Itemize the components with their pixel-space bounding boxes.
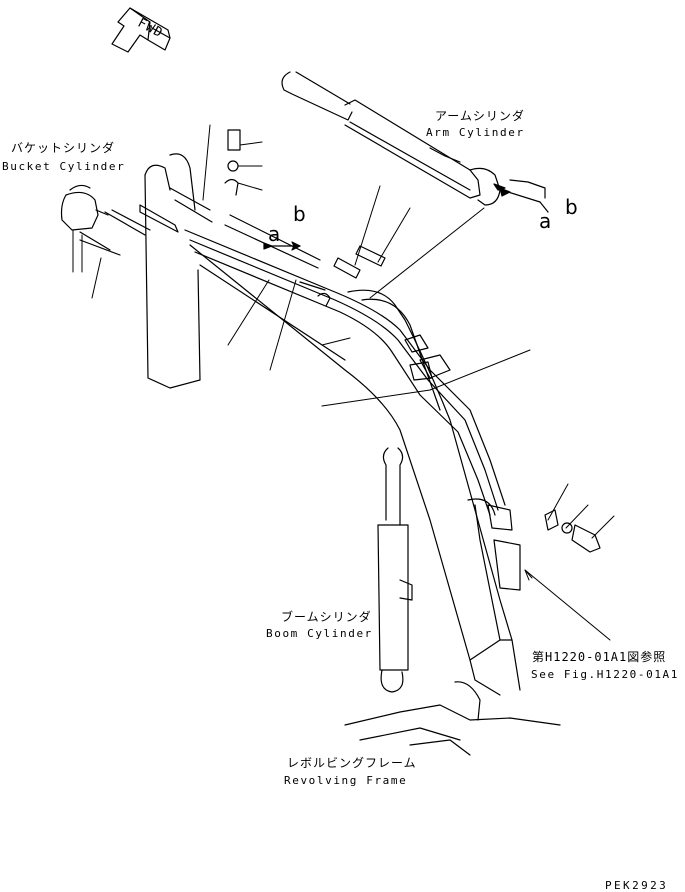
arm-cylinder-label-jp: アームシリンダ — [435, 109, 525, 123]
figure-ref-en: See Fig.H1220-01A1 — [531, 668, 680, 681]
arm-cylinder-label-en: Arm Cylinder — [426, 126, 525, 139]
connection-ref-b-left: b — [293, 202, 306, 226]
hardware-parts — [224, 129, 601, 553]
revolving-frame-label-en: Revolving Frame — [284, 774, 408, 787]
connection-ref-b-right: b — [565, 195, 578, 219]
boom-cylinder-label-en: Boom Cylinder — [266, 627, 373, 640]
bucket-cylinder-drawing — [60, 184, 213, 256]
connection-ref-a-right: a — [539, 209, 552, 233]
revolving-frame-label-jp: レボルビングフレーム — [287, 756, 417, 770]
fwd-arrow-icon — [111, 7, 171, 53]
revolving-frame-drawing — [344, 681, 561, 756]
boom-cylinder-label-jp: ブームシリンダ — [281, 610, 372, 624]
figure-ref-jp: 第H1220-01A1図参照 — [532, 650, 667, 664]
leader-lines — [72, 124, 615, 641]
connection-ref-a-left: a — [268, 222, 281, 246]
bucket-cylinder-label-en: Bucket Cylinder — [2, 160, 126, 173]
boom-cylinder-drawing — [377, 447, 413, 693]
bucket-cylinder-label-jp: バケットシリンダ — [11, 141, 116, 155]
connection-arrows — [263, 179, 549, 251]
drawing-code: PEK2923 — [605, 879, 669, 892]
hydraulic-pipes — [184, 214, 521, 591]
